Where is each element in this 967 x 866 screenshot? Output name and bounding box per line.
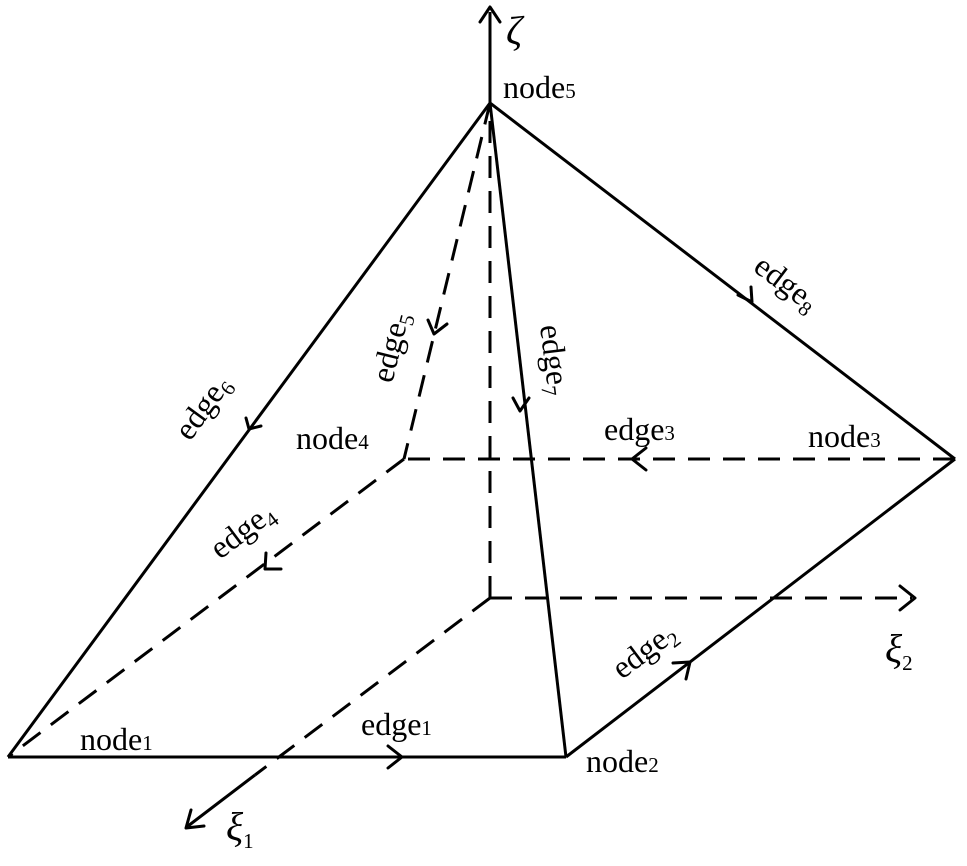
axis-labels: ζ ξ1 ξ2 xyxy=(226,8,913,853)
xi1-axis-line xyxy=(254,596,491,777)
node5-label: node5 xyxy=(503,69,576,105)
edge6-label: edge6 xyxy=(167,368,241,449)
node-labels: node1 node2 node3 node4 node5 xyxy=(80,69,881,779)
edge7-label: edge7 xyxy=(529,322,577,397)
edge2-arrowhead xyxy=(671,660,692,681)
edge3-label: edge3 xyxy=(604,411,675,447)
edge4-arrowhead xyxy=(263,551,283,571)
edge2-label: edge2 xyxy=(605,614,686,689)
xi1-axis-solid xyxy=(187,773,256,828)
hidden-edges xyxy=(7,102,955,759)
edge1-label: edge1 xyxy=(361,706,432,742)
edge7-line xyxy=(488,102,568,758)
edge2-line xyxy=(565,457,956,759)
edge6-arrowhead xyxy=(244,416,263,431)
edge-labels: edge1 edge3 edge2 edge4 edge5 edge6 edge… xyxy=(167,247,826,742)
node1-label: node1 xyxy=(80,721,153,757)
zeta-axis-arrowhead xyxy=(478,5,502,24)
xi1-axis-arrowhead xyxy=(184,808,206,830)
edge4-label: edge4 xyxy=(203,494,284,569)
edge-arrowheads xyxy=(244,285,754,770)
xi2-axis-label: ξ2 xyxy=(885,626,913,675)
edge8-line xyxy=(489,101,956,461)
node4-label: node4 xyxy=(296,420,369,456)
edge4-line xyxy=(7,457,405,759)
edge8-arrowhead xyxy=(736,285,754,304)
edge8-label: edge8 xyxy=(745,247,826,322)
edge7-arrowhead xyxy=(511,396,531,413)
xi1-axis-label: ξ1 xyxy=(226,804,254,853)
node3-label: node3 xyxy=(808,418,881,454)
edge5-line xyxy=(402,102,492,460)
edge5-arrowhead xyxy=(426,318,449,336)
edge5-label: edge5 xyxy=(364,308,420,386)
edge1-arrowhead xyxy=(386,744,404,770)
edge3-arrowhead xyxy=(630,446,648,472)
axes xyxy=(184,5,917,830)
zeta-axis-label: ζ xyxy=(506,8,525,53)
node2-label: node2 xyxy=(586,743,659,779)
xi2-axis-arrowhead xyxy=(898,584,917,612)
